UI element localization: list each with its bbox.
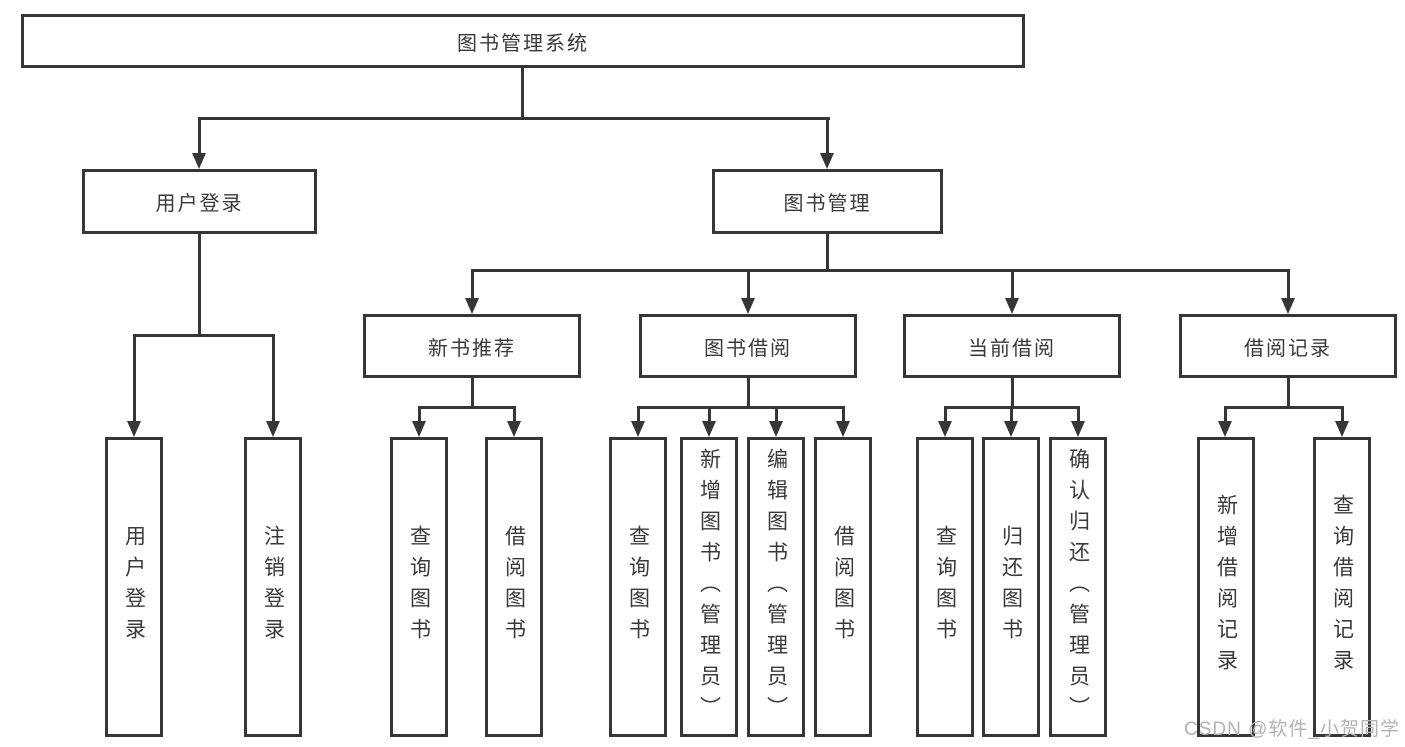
connector-line [471,269,1289,272]
arrow-down-icon [1218,421,1232,437]
leaf-query-books-recommend: 查询图书 [390,437,448,737]
leaf-return-books: 归还图书 [982,437,1040,737]
arrow-down-icon [192,153,206,169]
node-library-management-system: 图书管理系统 [21,14,1025,68]
connector-line [1077,406,1080,422]
connector-line [521,66,524,119]
node-book-borrowing: 图书借阅 [639,314,857,378]
leaf-edit-books-admin: 编辑图书（管理员） [747,437,805,737]
node-label: 新书推荐 [428,337,516,360]
node-current-borrowing: 当前借阅 [903,314,1121,378]
leaf-label: 用户登录 [122,525,146,649]
connector-line [1287,376,1290,409]
leaf-label: 借阅图书 [831,525,855,649]
connector-line [198,117,830,120]
leaf-query-books-current: 查询图书 [916,437,974,737]
leaf-query-borrow-record: 查询借阅记录 [1313,437,1371,737]
connector-line [708,406,711,422]
arrow-down-icon [1071,421,1085,437]
arrow-down-icon [507,421,521,437]
leaf-label: 新增图书（管理员） [697,447,721,727]
arrow-down-icon [938,421,952,437]
connector-line [637,406,640,422]
leaf-label: 查询借阅记录 [1330,494,1354,680]
node-book-management: 图书管理 [712,169,943,234]
csdn-watermark: CSDN @软件_小贺同学 [1184,719,1400,740]
connector-line [471,376,474,409]
connector-line [133,334,136,421]
connector-line [1011,376,1014,409]
connector-line [471,269,474,299]
arrow-down-icon [1335,421,1349,437]
connector-line [418,406,421,422]
node-label: 图书管理 [783,193,872,215]
arrow-down-icon [820,153,834,169]
arrow-down-icon [836,421,850,437]
leaf-label: 归还图书 [999,525,1023,649]
leaf-user-login: 用户登录 [105,437,163,737]
leaf-add-books-admin: 新增图书（管理员） [680,437,738,737]
arrow-down-icon [127,421,141,437]
leaf-label: 新增借阅记录 [1214,494,1238,680]
connector-line [513,406,516,422]
node-label: 当前借阅 [968,337,1056,360]
leaf-label: 借阅图书 [502,525,526,649]
leaf-label: 查询图书 [626,525,650,649]
arrow-down-icon [702,421,716,437]
connector-line [198,117,201,154]
node-new-book-recommendation: 新书推荐 [363,314,581,378]
leaf-borrow-books: 借阅图书 [814,437,872,737]
leaf-label: 查询图书 [933,525,957,649]
node-user-login: 用户登录 [82,169,317,234]
node-label: 借阅记录 [1244,337,1332,360]
connector-line [1011,269,1014,299]
connector-line [272,334,275,421]
node-label: 用户登录 [155,193,244,215]
leaf-query-books-borrowing: 查询图书 [609,437,667,737]
arrow-down-icon [631,421,645,437]
connector-line [747,376,750,409]
node-label: 图书借阅 [704,337,792,360]
leaf-label: 查询图书 [407,525,431,649]
leaf-confirm-return-admin: 确认归还（管理员） [1049,437,1107,737]
leaf-logout: 注销登录 [244,437,302,737]
leaf-label: 编辑图书（管理员） [764,447,788,727]
connector-line [747,269,750,299]
arrow-down-icon [1004,421,1018,437]
connector-line [775,406,778,422]
arrow-down-icon [769,421,783,437]
arrow-down-icon [1005,298,1019,314]
arrow-down-icon [741,298,755,314]
node-borrowing-records: 借阅记录 [1179,314,1397,378]
leaf-add-borrow-record: 新增借阅记录 [1197,437,1255,737]
arrow-down-icon [1281,298,1295,314]
connector-line [944,406,947,422]
arrow-down-icon [465,298,479,314]
connector-line [826,232,829,272]
leaf-label: 注销登录 [261,525,285,649]
node-label: 图书管理系统 [457,32,589,55]
connector-line [133,334,275,337]
connector-line [418,406,516,409]
connector-line [1287,269,1290,299]
connector-line [1224,406,1227,422]
leaf-borrow-books-recommend: 借阅图书 [485,437,543,737]
connector-line [842,406,845,422]
connector-line [1224,406,1343,409]
connector-line [826,117,829,154]
connector-line [637,406,845,409]
connector-line [1341,406,1344,422]
arrow-down-icon [412,421,426,437]
connector-line [198,232,201,336]
connector-line [1010,406,1013,422]
leaf-label: 确认归还（管理员） [1066,447,1090,727]
arrow-down-icon [266,421,280,437]
